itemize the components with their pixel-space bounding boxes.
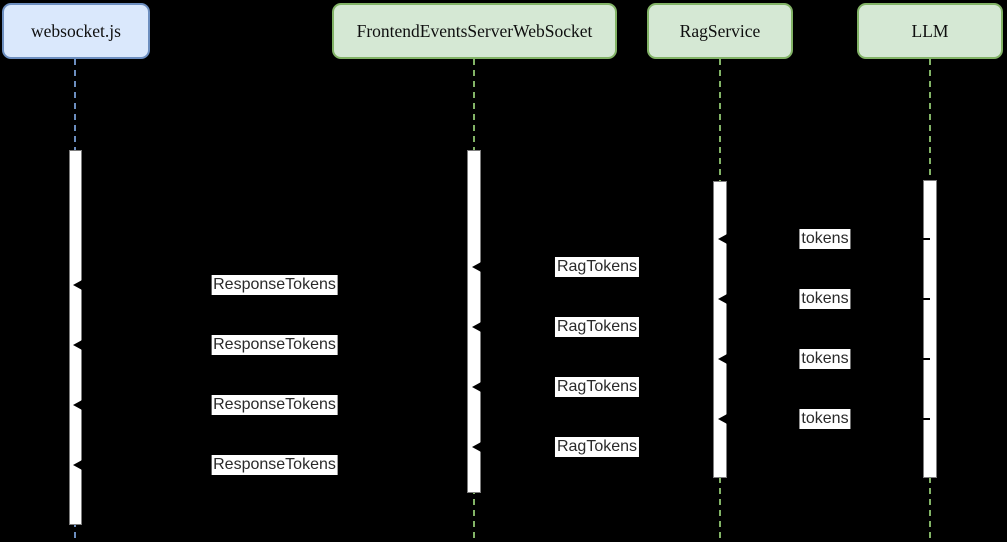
activation-bar-websocket-js — [69, 150, 82, 525]
message-arrowhead-icon — [718, 293, 729, 305]
message-label-responsetokens: ResponseTokens — [211, 335, 338, 355]
participant-box-frontend-events-server-websocket: FrontendEventsServerWebSocket — [332, 3, 617, 59]
message-arrowhead-icon — [472, 321, 483, 333]
message-arrowhead-icon — [718, 353, 729, 365]
message-label-ragtokens: RagTokens — [554, 257, 640, 277]
message-label-tokens: tokens — [799, 229, 851, 249]
activation-bar-frontend-events-server-websocket — [467, 150, 481, 493]
participant-label-rag-service: RagService — [679, 20, 761, 41]
participant-box-websocket-js: websocket.js — [2, 3, 150, 59]
message-label-ragtokens: RagTokens — [554, 317, 640, 337]
participant-box-rag-service: RagService — [647, 3, 793, 59]
message-arrowhead-icon — [73, 339, 84, 351]
message-label-ragtokens: RagTokens — [554, 377, 640, 397]
message-label-tokens: tokens — [799, 289, 851, 309]
message-label-responsetokens: ResponseTokens — [211, 275, 338, 295]
message-arrowhead-icon — [472, 261, 483, 273]
activation-bar-rag-service — [713, 181, 727, 478]
message-arrowhead-icon — [73, 399, 84, 411]
message-label-tokens: tokens — [799, 409, 851, 429]
message-arrowhead-icon — [472, 441, 483, 453]
participant-label-websocket-js: websocket.js — [31, 20, 121, 41]
participant-box-llm: LLM — [857, 3, 1003, 59]
message-arrowhead-icon — [718, 413, 729, 425]
message-label-tokens: tokens — [799, 349, 851, 369]
message-label-responsetokens: ResponseTokens — [211, 455, 338, 475]
participant-label-llm: LLM — [911, 20, 949, 41]
message-arrowhead-icon — [472, 381, 483, 393]
message-arrowhead-icon — [718, 233, 729, 245]
message-label-responsetokens: ResponseTokens — [211, 395, 338, 415]
message-arrowhead-icon — [73, 279, 84, 291]
message-arrowhead-icon — [73, 459, 84, 471]
participant-label-frontend-events-server-websocket: FrontendEventsServerWebSocket — [356, 20, 593, 41]
activation-bar-llm — [923, 180, 937, 478]
message-label-ragtokens: RagTokens — [554, 437, 640, 457]
